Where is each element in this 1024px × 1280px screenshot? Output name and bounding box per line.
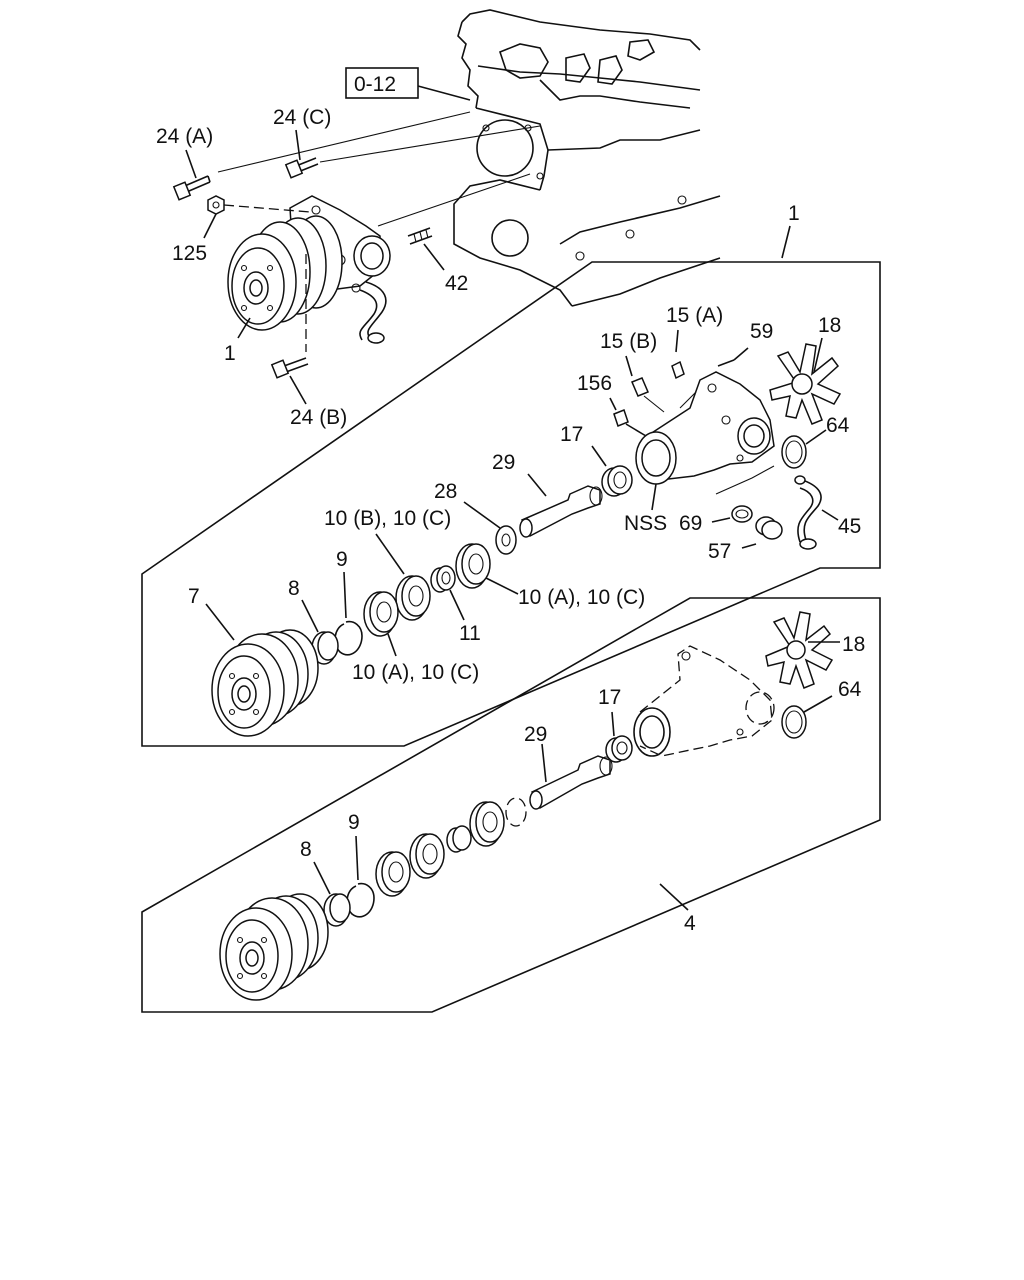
callout-28: 28 [434,480,457,503]
reference-label: 0-12 [354,73,396,96]
bolt-24b-icon [270,254,309,405]
callout-8-top: 8 [288,577,300,600]
bolt-24c-icon [284,129,319,179]
snap-ring-9-top-icon [334,571,363,656]
mount-line-2 [319,125,541,163]
callout-64-bottom: 64 [838,678,862,701]
pulley-7-icon [205,603,319,737]
callout-29-top: 29 [492,451,515,474]
bolt-24a-icon [172,149,211,201]
callout-10ac-right: 10 (A), 10 (C) [518,586,645,609]
callout-1-small: 1 [224,342,236,365]
callout-64-top: 64 [826,414,850,437]
callout-4: 4 [684,912,696,935]
shaft-29-bottom-icon [529,743,613,810]
callout-15a: 15 (A) [666,304,723,327]
callout-18-bottom: 18 [842,633,865,656]
callout-24c: 24 (C) [273,106,331,129]
leader-nss [651,483,657,511]
washer-bottom-icon [505,797,527,827]
callout-57: 57 [708,540,731,563]
plug-15a-icon [671,329,685,380]
callout-125: 125 [172,242,207,265]
callout-1-group: 1 [788,202,800,225]
callout-17-top: 17 [560,423,583,446]
leader-1-small [237,317,251,339]
washer-28-icon [463,501,517,555]
pump-housing-icon [635,371,775,485]
callout-45: 45 [838,515,861,538]
shaft-29-top-icon [519,473,603,538]
nut-125-icon [203,195,311,239]
callout-24b: 24 (B) [290,406,347,429]
callout-42: 42 [445,272,468,295]
group-1-frame [141,261,881,747]
bolt-59-icon [717,347,749,367]
callout-7: 7 [188,585,200,608]
mount-line-1 [217,111,471,173]
pump-housing-lower-icon [633,645,775,757]
stud-42-icon [407,227,445,271]
leader-4 [659,883,689,911]
o-ring-64-bottom-icon [781,695,833,739]
callout-59: 59 [750,320,773,343]
callout-15b: 15 (B) [600,330,657,353]
impeller-18-bottom-icon [765,611,840,689]
callout-9-top: 9 [336,548,348,571]
hose-45-icon [794,475,839,550]
mount-line-3 [377,173,531,227]
callout-11: 11 [459,622,481,645]
callout-29-bottom: 29 [524,723,547,746]
seal-17-bottom-icon [605,711,633,763]
bearing-left-icon [363,591,399,657]
pulley-bottom-icon [219,893,329,1001]
plug-156-icon [609,397,647,437]
callout-10ac-left: 10 (A), 10 (C) [352,661,479,684]
ring-8-bottom-icon [313,861,351,927]
callout-17-bottom: 17 [598,686,621,709]
spacer-11-icon [430,565,465,621]
o-ring-69-icon [711,465,775,523]
plug-57-icon [741,516,783,549]
impeller-18-top-icon [769,337,842,425]
callout-18-top: 18 [818,314,841,337]
callout-69: 69 [679,512,702,535]
bearing-middle-icon [375,533,431,621]
reference-box: 0-12 [345,67,471,101]
callout-24a: 24 (A) [156,125,213,148]
callout-nss: NSS [624,512,667,535]
leader-group-1 [781,225,791,259]
bearings-bottom-icon [375,801,505,897]
plug-15b-icon [625,355,665,413]
o-ring-64-top-icon [781,429,827,469]
snap-ring-9-bottom-icon [346,835,375,918]
bearing-right-icon [455,543,519,595]
callout-10bc: 10 (B), 10 (C) [324,507,451,530]
assembled-water-pump [227,195,391,344]
seal-17-top-icon [591,445,633,497]
callout-8-bottom: 8 [300,838,312,861]
group-4-frame [141,597,881,1013]
engine-block [453,9,721,307]
callout-156: 156 [577,372,612,395]
callout-9-bottom: 9 [348,811,360,834]
ring-8-top-icon [301,599,339,665]
